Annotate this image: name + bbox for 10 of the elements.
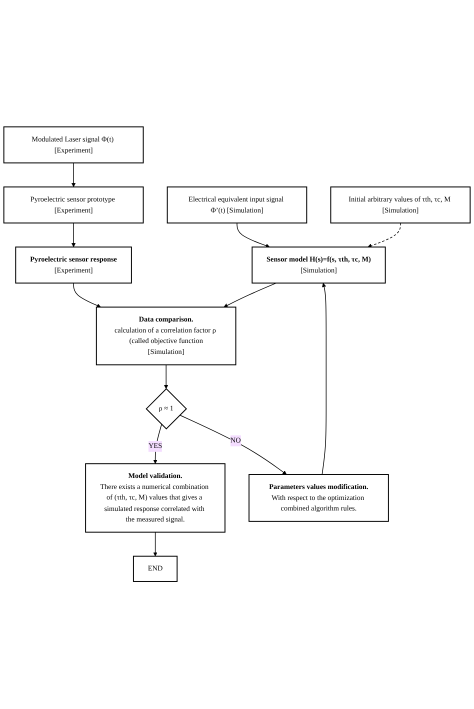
arrow (73, 283, 101, 308)
arrow (224, 283, 277, 308)
arrow (236, 222, 270, 248)
arrow (322, 283, 326, 476)
arrow (153, 532, 158, 557)
arrow (179, 415, 287, 476)
arrow (368, 222, 401, 248)
arrow (71, 162, 76, 188)
arrow (71, 222, 76, 248)
arrow (164, 364, 168, 390)
